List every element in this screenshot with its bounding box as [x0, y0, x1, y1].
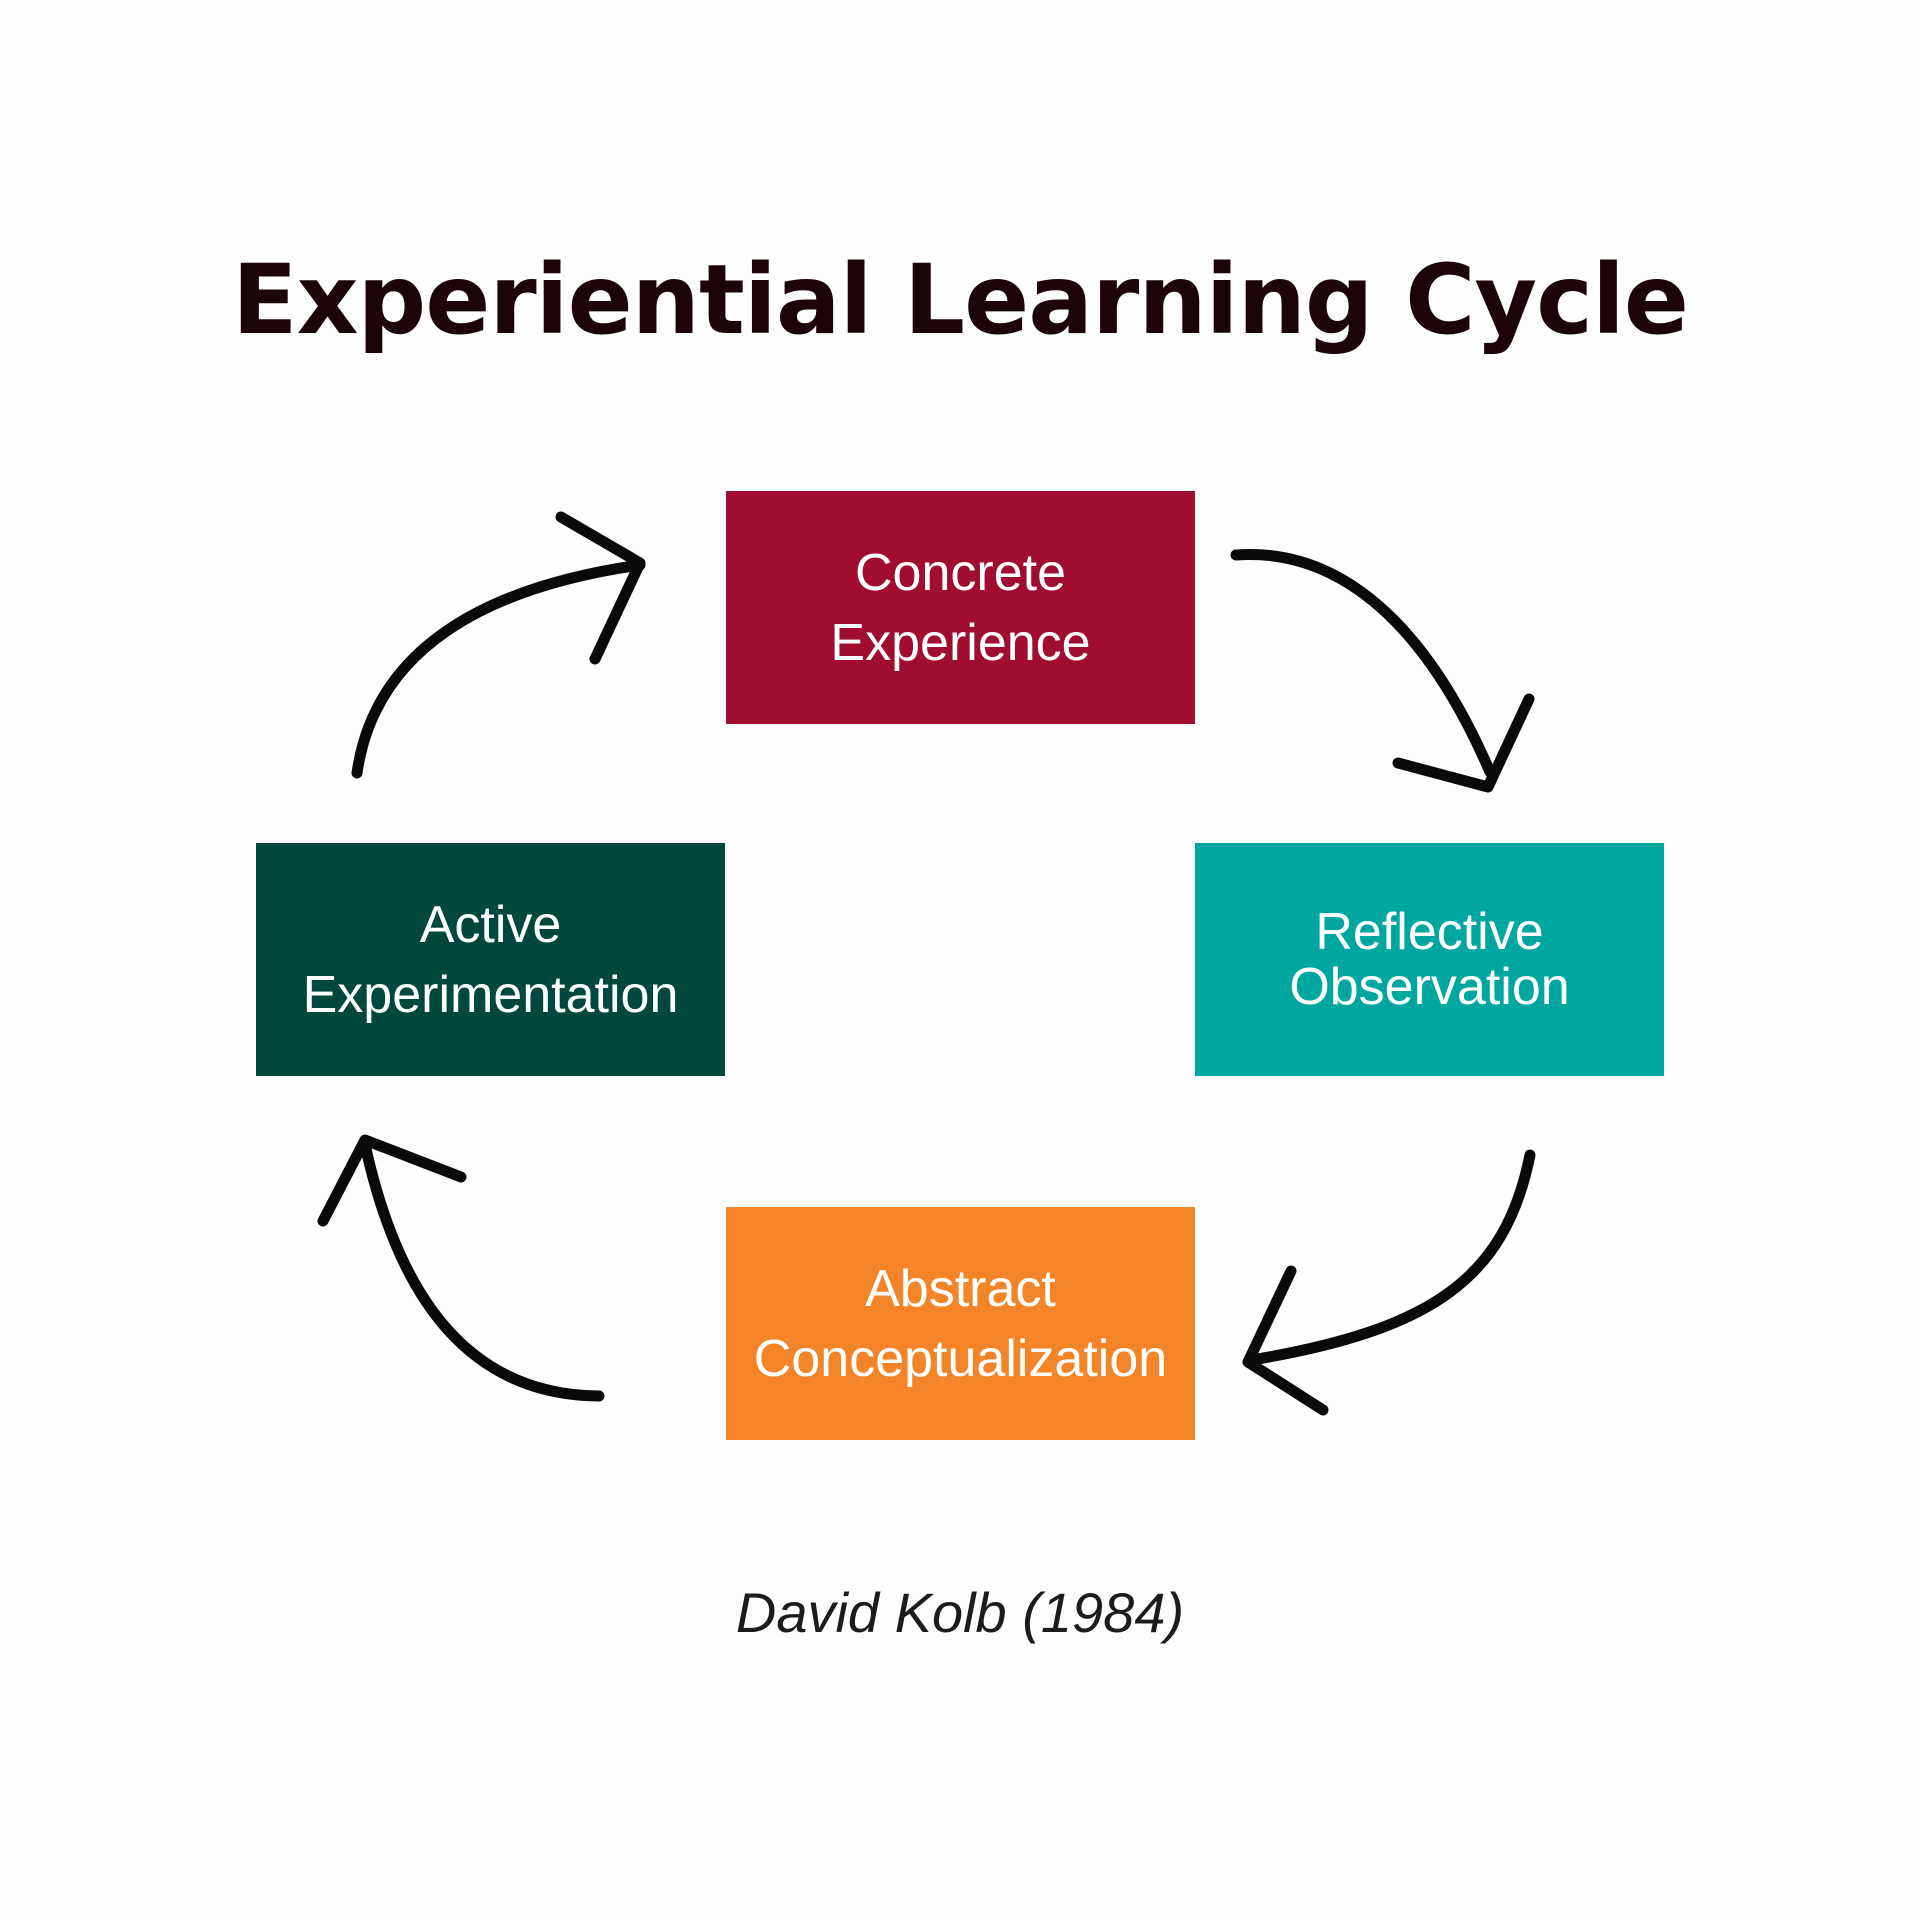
arrow-shaft [360, 1143, 605, 1402]
arrow-shaft [1230, 548, 1496, 778]
stage-reflective-observation: Reflective Observation [1195, 843, 1664, 1076]
stage-label-line1: Active [419, 895, 562, 954]
arrow-head [317, 1134, 467, 1227]
arrow-shaft [1246, 1149, 1536, 1366]
stage-label-line1: Concrete [855, 543, 1066, 602]
arrow-active-to-concrete [351, 511, 646, 779]
arrow-head [1242, 1265, 1329, 1416]
stage-concrete-experience: Concrete Experience [726, 491, 1195, 724]
stage-abstract-conceptualization: Abstract Conceptualization [726, 1207, 1195, 1440]
stage-label-line2: Observation [1289, 957, 1570, 1016]
stage-active-experimentation: Active Experimentation [256, 843, 725, 1076]
arrow-concrete-to-reflective [1230, 548, 1535, 793]
stage-label-line2: Experience [830, 613, 1091, 672]
attribution-caption: David Kolb (1984) [735, 1581, 1185, 1644]
stage-label-line1: Reflective [1315, 902, 1544, 961]
stage-label-line1: Abstract [865, 1259, 1056, 1318]
arrow-abstract-to-active [317, 1134, 605, 1402]
stage-label-line2: Conceptualization [753, 1329, 1168, 1388]
arrow-head [1392, 693, 1535, 793]
stage-label-line2: Experimentation [302, 965, 679, 1024]
arrow-head [555, 511, 646, 665]
arrow-reflective-to-abstract [1242, 1149, 1536, 1416]
page-title: Experiential Learning Cycle [231, 244, 1689, 356]
arrow-shaft [351, 559, 646, 779]
